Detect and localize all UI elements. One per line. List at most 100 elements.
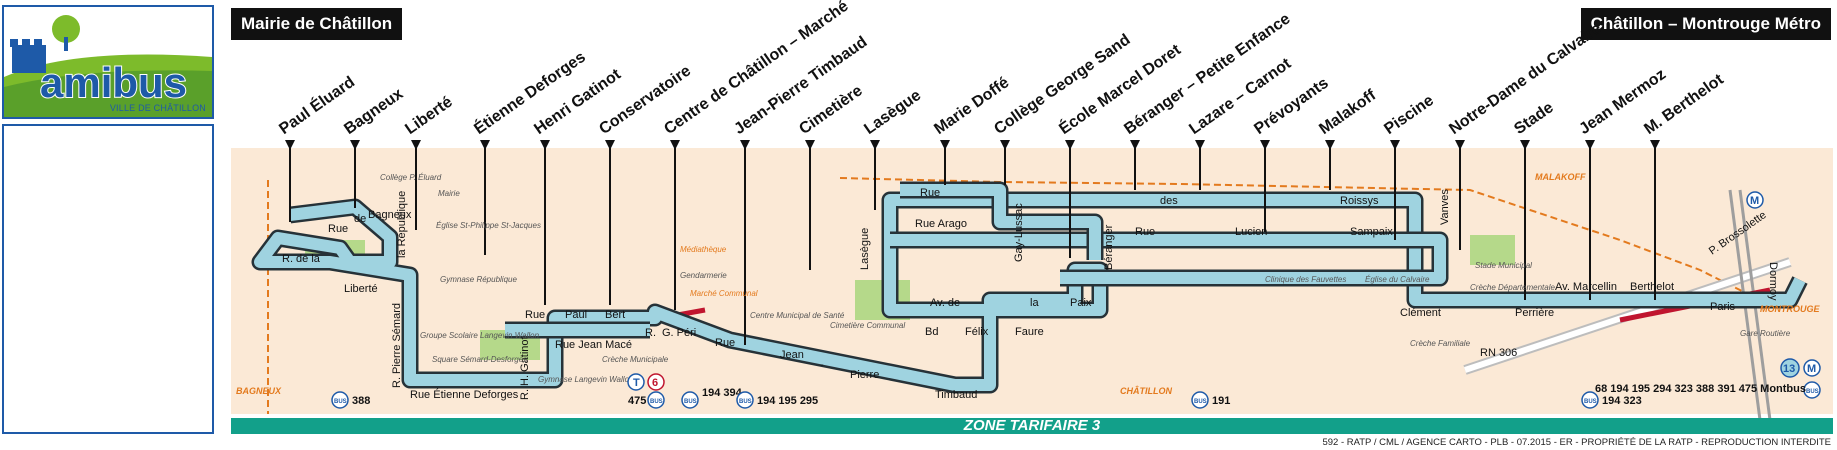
street-republique: la République bbox=[396, 191, 408, 258]
street-clement: Clément bbox=[1400, 307, 1441, 319]
bus-badge-1: BUS bbox=[334, 399, 347, 405]
street-paix: Paix bbox=[1070, 297, 1092, 309]
metro-icon bbox=[1803, 359, 1821, 377]
bus-badge-2: BUS bbox=[650, 399, 663, 405]
street-roissys: Roissys bbox=[1340, 195, 1379, 207]
street-r: R. bbox=[645, 327, 656, 339]
connection-194-195-295: 194 195 295 bbox=[757, 395, 818, 407]
street-rue-jean: Rue bbox=[715, 337, 735, 349]
bus-badge-4: BUS bbox=[739, 399, 752, 405]
bus-icon bbox=[681, 391, 699, 409]
connection-388: 388 bbox=[352, 395, 370, 407]
metro-badge-top: M bbox=[1750, 195, 1759, 207]
street-pierre: Pierre bbox=[850, 369, 879, 381]
street-liberte: Liberté bbox=[344, 283, 378, 295]
bus-badge-3: BUS bbox=[684, 399, 697, 405]
street-perriere: Perrière bbox=[1515, 307, 1554, 319]
area-malakoff: MALAKOFF bbox=[1535, 172, 1586, 182]
terminus-end: Châtillon – Montrouge Métro bbox=[1580, 8, 1831, 40]
stop-arrows bbox=[285, 140, 1660, 150]
street-dormoy: Dormoy bbox=[1767, 262, 1779, 301]
street-bd: Bd bbox=[925, 326, 938, 338]
street-de: de bbox=[354, 213, 366, 225]
street-bert: Bert bbox=[605, 309, 625, 321]
street-sampaix: Sampaix bbox=[1350, 226, 1393, 238]
landmark-cimetiere: Cimetière Communal bbox=[830, 321, 905, 330]
street-av-de: Av. de bbox=[930, 297, 960, 309]
landmark-gendarmerie: Gendarmerie bbox=[680, 271, 727, 280]
street-faure: Faure bbox=[1015, 326, 1044, 338]
landmark-clinique: Clinique des Fauvettes bbox=[1265, 275, 1346, 284]
street-des: des bbox=[1160, 195, 1178, 207]
area-montrouge: MONTROUGE bbox=[1760, 304, 1820, 314]
area-chatillon: CHÂTILLON bbox=[1120, 385, 1172, 396]
street-la: la bbox=[1030, 297, 1039, 309]
street-gatinot: R. H. Gatinot bbox=[519, 336, 531, 400]
area-bagneux: BAGNEUX bbox=[236, 386, 282, 396]
landmark-creche-dep: Crèche Départementale bbox=[1470, 283, 1555, 292]
street-av-marcellin: Av. Marcellin bbox=[1555, 281, 1617, 293]
street-timbaud: Timbaud bbox=[935, 389, 977, 401]
street-rue-paul: Rue bbox=[525, 309, 545, 321]
connection-montbus: 68 194 195 294 323 388 391 475 Montbus bbox=[1595, 383, 1806, 395]
bus-badge-6: BUS bbox=[1584, 399, 1597, 405]
street-bagneux: Bagneux bbox=[368, 209, 412, 221]
amibus-logo: amibus VILLE DE CHÂTILLON bbox=[2, 5, 214, 119]
bus-icon bbox=[1803, 381, 1821, 399]
landmark-groupe-scolaire: Groupe Scolaire Langevin Wallon bbox=[420, 331, 540, 340]
metro-line-icon bbox=[1780, 358, 1800, 378]
landmark-creche-fam: Crèche Familiale bbox=[1410, 339, 1471, 348]
street-jean: Jean bbox=[780, 349, 804, 361]
landmark-gymnase-rep: Gymnase République bbox=[440, 275, 517, 284]
logo-subtitle: VILLE DE CHÂTILLON bbox=[109, 103, 206, 113]
landmark-centre-sante: Centre Municipal de Santé bbox=[750, 311, 845, 320]
connection-191: 191 bbox=[1212, 395, 1230, 407]
street-rue-beranger: Rue bbox=[1135, 226, 1155, 238]
tram-line-badge: 6 bbox=[652, 377, 658, 389]
tram-badge: T bbox=[633, 377, 640, 389]
metro-line-badge: 13 bbox=[1783, 363, 1795, 375]
connection-194-323: 194 323 bbox=[1602, 395, 1642, 407]
street-gay-lussac: Gay-Lussac bbox=[1013, 203, 1025, 262]
street-rue-top: Rue bbox=[920, 187, 940, 199]
logo-brand: amibus bbox=[40, 59, 187, 106]
landmark-eglise-calvaire: Église du Calvaire bbox=[1365, 275, 1430, 284]
metro-icon bbox=[1746, 191, 1764, 209]
credits: 592 - RATP / CML / AGENCE CARTO - PLB - … bbox=[1322, 437, 1831, 448]
street-rue: Rue bbox=[328, 223, 348, 235]
street-paul: Paul bbox=[565, 309, 587, 321]
street-pierre-semard: R. Pierre Sémard bbox=[391, 303, 403, 388]
bus-icon bbox=[331, 391, 349, 409]
landmark-creche-muni: Crèche Municipale bbox=[602, 355, 669, 364]
landmark-square: Square Sémard-Desforges bbox=[432, 355, 527, 364]
landmark-mairie: Mairie bbox=[438, 189, 460, 198]
landmark-gare: Gare Routière bbox=[1740, 329, 1791, 338]
stade-area bbox=[1470, 235, 1515, 265]
logo-art: amibus bbox=[4, 15, 212, 117]
landmark-marche: Marché Communal bbox=[690, 289, 758, 298]
street-lasegue: Lasègue bbox=[859, 228, 871, 270]
street-beranger: Béranger bbox=[1103, 224, 1115, 270]
street-berthelot: Berthelot bbox=[1630, 281, 1674, 293]
landmark-mediatheque: Médiathèque bbox=[680, 245, 727, 254]
street-felix: Félix bbox=[965, 326, 989, 338]
bus-route bbox=[251, 181, 1808, 394]
street-etienne-deforges: Rue Étienne Deforges bbox=[410, 388, 519, 401]
street-jean-mace: Rue Jean Macé bbox=[555, 339, 632, 351]
connection-194-394: 194 394 bbox=[702, 387, 743, 399]
bus-icon bbox=[736, 391, 754, 409]
street-paris: Paris bbox=[1710, 301, 1736, 313]
landmark-stade: Stade Municipal bbox=[1475, 261, 1532, 270]
terminus-start: Mairie de Châtillon bbox=[231, 8, 403, 40]
tram-icon bbox=[627, 373, 645, 391]
zone-tarifaire: ZONE TARIFAIRE 3 bbox=[231, 418, 1833, 434]
landmark-eglise: Église St-Philippe St-Jacques bbox=[436, 221, 541, 230]
bus-badge-7: BUS bbox=[1806, 389, 1819, 395]
bus-icon bbox=[1581, 391, 1599, 409]
bus-icon bbox=[647, 391, 665, 409]
street-rue-arago: Rue Arago bbox=[915, 218, 967, 230]
bus-icon bbox=[1191, 391, 1209, 409]
connection-475: 475 bbox=[628, 395, 646, 407]
street-g-peri: G. Péri bbox=[662, 327, 696, 339]
